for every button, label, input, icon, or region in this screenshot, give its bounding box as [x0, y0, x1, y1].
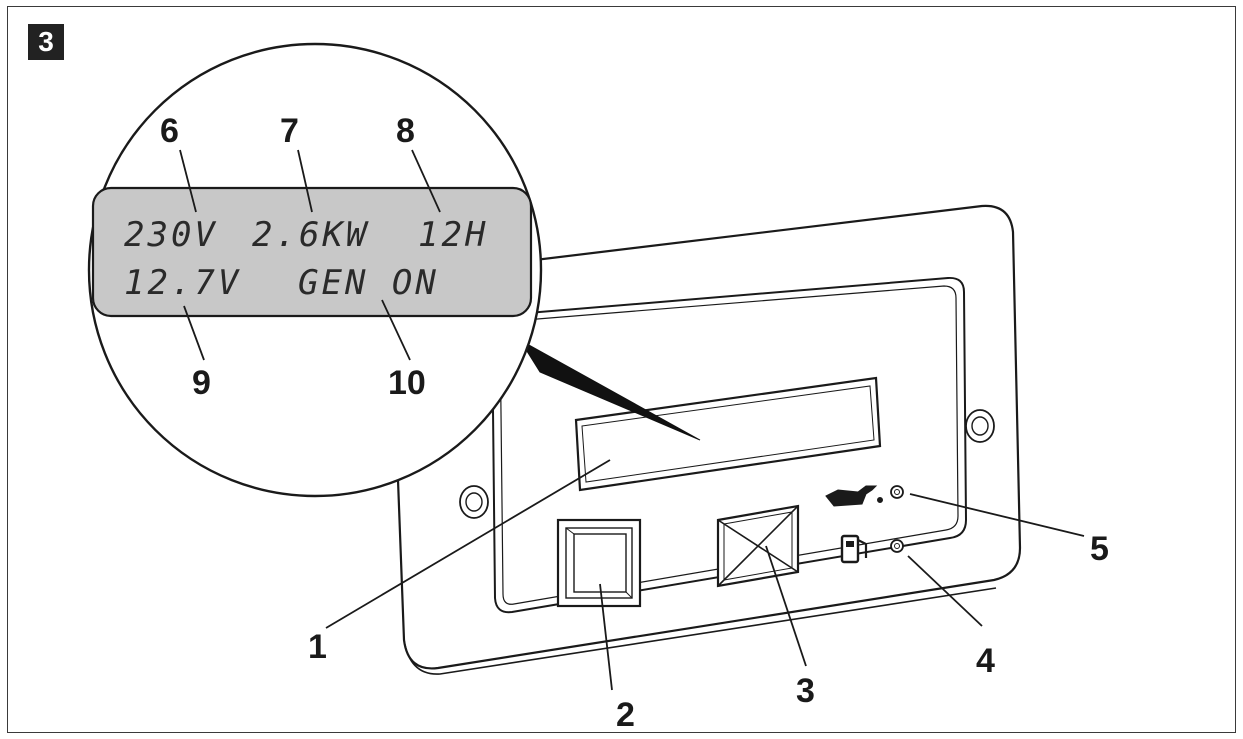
screw-right — [965, 409, 995, 443]
magnifier-pointer — [519, 339, 701, 441]
callout-4: 4 — [976, 642, 995, 680]
leader-lines — [179, 149, 1085, 691]
screw-left — [459, 485, 489, 519]
oil-can-icon — [825, 485, 883, 507]
callout-8: 8 — [396, 112, 415, 150]
callout-9: 9 — [192, 364, 211, 402]
lcd-status: GEN ON — [298, 263, 439, 303]
lcd-battery: 12.7V — [124, 263, 241, 303]
lcd-power: 2.6KW — [252, 215, 369, 255]
lcd-voltage: 230V — [124, 215, 218, 255]
push-button[interactable] — [716, 504, 800, 588]
power-switch[interactable] — [556, 518, 642, 608]
callout-1: 1 — [308, 628, 327, 666]
callout-6: 6 — [160, 112, 179, 150]
callout-10: 10 — [388, 364, 426, 402]
figure-number-badge: 3 — [28, 24, 64, 60]
callout-3: 3 — [796, 672, 815, 710]
fuel-warning-led — [890, 539, 904, 553]
callout-2: 2 — [616, 696, 635, 734]
oil-warning-led — [890, 485, 904, 499]
fuel-pump-icon — [840, 534, 868, 564]
callout-5: 5 — [1090, 530, 1109, 568]
lcd-hours: 12H — [418, 215, 488, 255]
callout-7: 7 — [280, 112, 299, 150]
panel-display-window — [574, 376, 882, 492]
lcd-zoom-display — [91, 186, 533, 318]
